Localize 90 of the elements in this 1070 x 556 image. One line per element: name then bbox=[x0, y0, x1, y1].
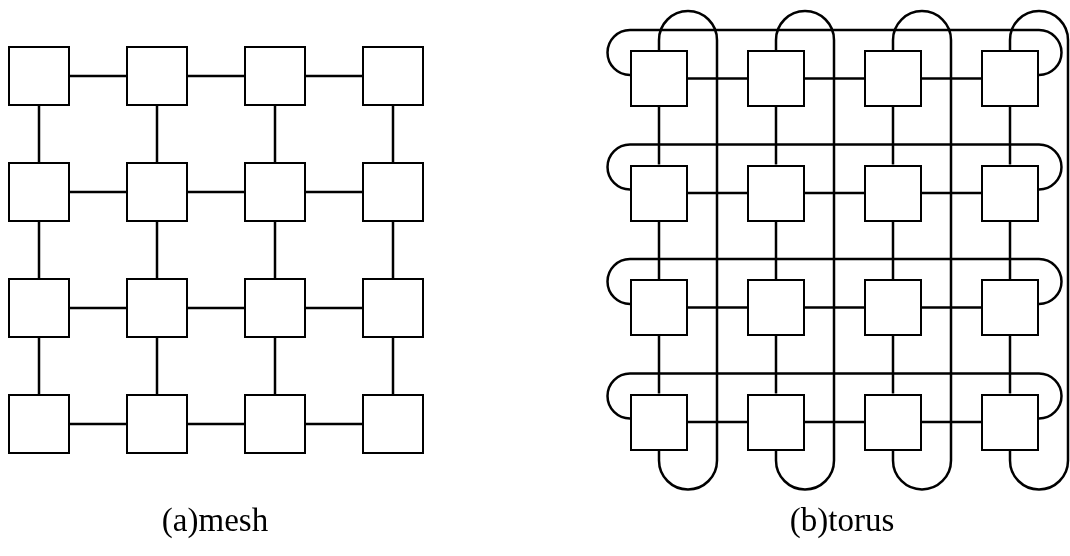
connector-line bbox=[1008, 9, 1070, 491]
connector-line bbox=[70, 422, 126, 426]
caption: (a)mesh bbox=[161, 502, 269, 539]
connector-line bbox=[891, 9, 953, 491]
node-box bbox=[864, 279, 922, 336]
node-box bbox=[8, 278, 70, 338]
connector-line bbox=[774, 9, 836, 491]
connector-line bbox=[37, 222, 41, 278]
node-box bbox=[630, 393, 688, 451]
connector-line bbox=[155, 338, 159, 394]
connector-line bbox=[688, 306, 747, 309]
connector-line bbox=[306, 190, 362, 194]
connector-line bbox=[688, 191, 747, 195]
connector-line bbox=[606, 143, 1063, 191]
node-box bbox=[864, 393, 922, 451]
connector-line bbox=[657, 9, 719, 491]
caption: (b)torus bbox=[789, 502, 895, 539]
connector-line bbox=[306, 422, 362, 426]
connector-line bbox=[70, 190, 126, 194]
connector-line bbox=[805, 306, 864, 309]
node-box bbox=[126, 46, 188, 106]
connector-line bbox=[922, 77, 981, 80]
connector-line bbox=[805, 77, 864, 80]
node-box bbox=[8, 46, 70, 106]
node-box bbox=[244, 46, 306, 106]
connector-line bbox=[1008, 107, 1012, 165]
node-box bbox=[747, 50, 805, 107]
connector-line bbox=[805, 191, 864, 195]
node-box bbox=[362, 278, 424, 338]
node-box bbox=[244, 278, 306, 338]
connector-line bbox=[922, 420, 981, 424]
node-box bbox=[981, 279, 1039, 336]
connector-line bbox=[70, 306, 126, 310]
connector-line bbox=[891, 107, 895, 165]
connector-line bbox=[606, 28, 1063, 77]
connector-line bbox=[188, 306, 244, 310]
node-box bbox=[126, 394, 188, 454]
connector-line bbox=[37, 106, 41, 162]
node-box bbox=[126, 162, 188, 222]
connector-line bbox=[273, 106, 277, 162]
connector-line bbox=[774, 107, 778, 165]
connector-line bbox=[688, 77, 747, 80]
connector-line bbox=[805, 420, 864, 424]
connector-line bbox=[306, 306, 362, 310]
connector-line bbox=[188, 422, 244, 426]
connector-line bbox=[774, 221, 778, 279]
node-box bbox=[8, 162, 70, 222]
node-box bbox=[747, 279, 805, 336]
node-box bbox=[747, 164, 805, 222]
connector-line bbox=[306, 74, 362, 78]
node-box bbox=[630, 164, 688, 222]
connector-line bbox=[391, 106, 395, 162]
node-box bbox=[244, 162, 306, 222]
connector-line bbox=[922, 191, 981, 195]
connector-line bbox=[391, 338, 395, 394]
connector-line bbox=[774, 336, 778, 394]
node-box bbox=[981, 50, 1039, 107]
node-box bbox=[126, 278, 188, 338]
connector-line bbox=[657, 221, 661, 279]
node-box bbox=[362, 162, 424, 222]
connector-line bbox=[891, 221, 895, 279]
node-box bbox=[981, 393, 1039, 451]
connector-line bbox=[391, 222, 395, 278]
connector-line bbox=[657, 107, 661, 165]
node-box bbox=[8, 394, 70, 454]
connector-line bbox=[688, 420, 747, 424]
node-box bbox=[630, 50, 688, 107]
node-box bbox=[362, 46, 424, 106]
node-box bbox=[864, 50, 922, 107]
node-box bbox=[630, 279, 688, 336]
connector-line bbox=[922, 306, 981, 309]
connector-line bbox=[70, 74, 126, 78]
connector-line bbox=[606, 372, 1063, 420]
connector-line bbox=[1008, 336, 1012, 394]
connector-line bbox=[155, 106, 159, 162]
node-box bbox=[362, 394, 424, 454]
connector-line bbox=[606, 257, 1063, 306]
connector-line bbox=[188, 74, 244, 78]
connector-line bbox=[657, 336, 661, 394]
connector-line bbox=[155, 222, 159, 278]
node-box bbox=[981, 164, 1039, 222]
node-box bbox=[747, 393, 805, 451]
node-box bbox=[864, 164, 922, 222]
node-box bbox=[244, 394, 306, 454]
connector-line bbox=[273, 222, 277, 278]
connector-line bbox=[273, 338, 277, 394]
connector-line bbox=[891, 336, 895, 394]
connector-line bbox=[188, 190, 244, 194]
connector-line bbox=[1008, 221, 1012, 279]
connector-line bbox=[37, 338, 41, 394]
